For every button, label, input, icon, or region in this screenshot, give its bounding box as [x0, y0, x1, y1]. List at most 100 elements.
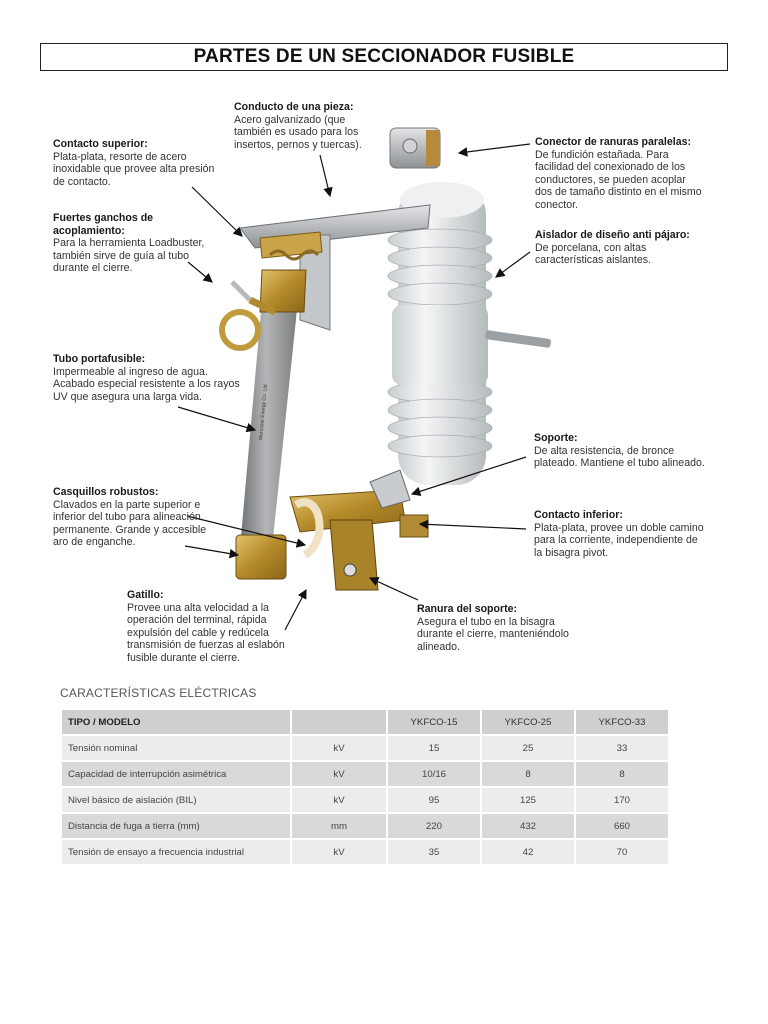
- label-gatillo: Gatillo: Provee una alta velocidad a la …: [127, 589, 285, 665]
- label-contacto-superior-head: Contacto superior:: [53, 138, 148, 150]
- svg-text:Mercosur Energy Co. Ltd.: Mercosur Energy Co. Ltd.: [258, 383, 269, 440]
- row-unit: mm: [292, 814, 386, 838]
- label-tubo-head: Tubo portafusible:: [53, 353, 146, 365]
- row-value: 10/16: [388, 762, 480, 786]
- row-name: Tensión de ensayo a frecuencia industria…: [62, 840, 290, 864]
- label-tubo-line: UV que asegura una larga vida.: [53, 390, 203, 403]
- label-soporte-line: De alta resistencia, de bronce: [534, 444, 675, 457]
- label-ranura-line: Asegura el tubo en la bisagra: [417, 615, 555, 628]
- table-header-row: TIPO / MODELO YKFCO-15 YKFCO-25 YKFCO-33: [62, 710, 668, 734]
- label-conducto-head: Conducto de una pieza:: [234, 101, 354, 113]
- label-conector-line: facilidad del conexionado de los: [535, 161, 686, 174]
- row-unit: kV: [292, 788, 386, 812]
- label-casquillos: Casquillos robustos: Clavados en la part…: [53, 486, 206, 549]
- label-conector-line: dos de tamaño distinto en el mismo: [535, 186, 702, 199]
- label-contacto-inferior-line: Plata-plata, provee un doble camino: [534, 521, 704, 534]
- label-ranura-line: alineado.: [417, 640, 461, 653]
- label-gatillo-line: Provee una alta velocidad a la: [127, 601, 269, 614]
- label-conector-line: conector.: [535, 198, 578, 211]
- label-contacto-inferior-line: la bisagra pivot.: [534, 546, 609, 559]
- label-casquillos-line: Clavados en la parte superior e: [53, 498, 201, 511]
- table-row: Capacidad de interrupción asimétrica kV …: [62, 762, 668, 786]
- label-conducto-line: Acero galvanizado (que: [234, 113, 346, 126]
- row-value: 42: [482, 840, 574, 864]
- table-row: Nivel básico de aislación (BIL) kV 95 12…: [62, 788, 668, 812]
- label-contacto-superior-line: inoxidable que provee alta presión: [53, 163, 215, 176]
- header-model: YKFCO-33: [576, 710, 668, 734]
- label-casquillos-head: Casquillos robustos:: [53, 486, 159, 498]
- row-unit: kV: [292, 736, 386, 760]
- label-gatillo-line: transmisión de fuerzas al eslabón: [127, 639, 285, 652]
- label-tubo: Tubo portafusible: Impermeable al ingres…: [53, 353, 240, 403]
- row-unit: kV: [292, 840, 386, 864]
- label-aislador-line: características aislantes.: [535, 254, 651, 267]
- label-contacto-inferior-head: Contacto inferior:: [534, 509, 623, 521]
- label-soporte-line: plateado. Mantiene el tubo alineado.: [534, 457, 705, 470]
- table-row: Distancia de fuga a tierra (mm) mm 220 4…: [62, 814, 668, 838]
- row-unit: kV: [292, 762, 386, 786]
- row-value: 170: [576, 788, 668, 812]
- label-conector-line: conductores, se pueden acoplar: [535, 173, 686, 186]
- row-value: 432: [482, 814, 574, 838]
- label-soporte-head: Soporte:: [534, 432, 578, 444]
- label-soporte: Soporte: De alta resistencia, de bronce …: [534, 432, 705, 470]
- fuse-cutout-illustration: Mercosur Energy Co. Ltd.: [177, 127, 551, 631]
- label-conducto: Conducto de una pieza: Acero galvanizado…: [234, 101, 362, 151]
- table-row: Tensión de ensayo a frecuencia industria…: [62, 840, 668, 864]
- label-tubo-line: Acabado especial resistente a los rayos: [53, 378, 240, 391]
- label-contacto-superior-line: Plata-plata, resorte de acero: [53, 150, 187, 163]
- label-ganchos-head: Fuertes ganchos de: [53, 212, 154, 224]
- row-name: Nivel básico de aislación (BIL): [62, 788, 290, 812]
- callout-arrows: [177, 143, 531, 631]
- row-value: 8: [576, 762, 668, 786]
- label-ranura-head: Ranura del soporte:: [417, 603, 518, 615]
- label-aislador-line: De porcelana, con altas: [535, 241, 647, 254]
- table-section-title: CARACTERÍSTICAS ELÉCTRICAS: [60, 686, 257, 700]
- row-value: 25: [482, 736, 574, 760]
- label-conector-line: De fundición estañada. Para: [535, 148, 669, 161]
- row-value: 33: [576, 736, 668, 760]
- label-contacto-superior: Contacto superior: Plata-plata, resorte …: [53, 138, 214, 188]
- label-contacto-superior-line: de contacto.: [53, 175, 111, 188]
- label-aislador-head: Aislador de diseño anti pájaro:: [535, 229, 690, 241]
- label-gatillo-line: operación del terminal, rápida: [127, 614, 267, 627]
- label-conducto-line: también es usado para los: [234, 126, 359, 139]
- electrical-specs-table: TIPO / MODELO YKFCO-15 YKFCO-25 YKFCO-33…: [60, 708, 670, 866]
- label-ganchos-head: acoplamiento:: [53, 224, 125, 237]
- label-contacto-inferior: Contacto inferior: Plata-plata, provee u…: [534, 509, 704, 559]
- row-value: 70: [576, 840, 668, 864]
- row-name: Distancia de fuga a tierra (mm): [62, 814, 290, 838]
- label-conector-head: Conector de ranuras paralelas:: [535, 136, 692, 148]
- row-value: 8: [482, 762, 574, 786]
- label-ganchos: Fuertes ganchos de acoplamiento: Para la…: [53, 212, 204, 275]
- header-tipo-modelo: TIPO / MODELO: [62, 710, 290, 734]
- label-conducto-line: insertos, pernos y tuercas).: [234, 138, 362, 151]
- label-conector: Conector de ranuras paralelas: De fundic…: [535, 136, 702, 212]
- insulator-body: [387, 182, 493, 485]
- page-title: PARTES DE UN SECCIONADOR FUSIBLE: [40, 43, 728, 71]
- label-aislador: Aislador de diseño anti pájaro: De porce…: [535, 229, 690, 267]
- label-ganchos-line: también sirve de guía al tubo: [53, 249, 190, 262]
- row-value: 125: [482, 788, 574, 812]
- label-gatillo-head: Gatillo:: [127, 589, 164, 601]
- label-casquillos-line: inferior del tubo para alineación: [53, 511, 201, 524]
- label-gatillo-line: expulsión del cable y redúcela: [127, 626, 269, 639]
- row-value: 95: [388, 788, 480, 812]
- label-ganchos-line: Para la herramienta Loadbuster,: [53, 237, 205, 250]
- label-ranura: Ranura del soporte: Asegura el tubo en l…: [417, 603, 569, 653]
- label-casquillos-line: aro de enganche.: [53, 536, 136, 549]
- row-value: 220: [388, 814, 480, 838]
- row-name: Capacidad de interrupción asimétrica: [62, 762, 290, 786]
- row-name: Tensión nominal: [62, 736, 290, 760]
- row-value: 15: [388, 736, 480, 760]
- row-value: 660: [576, 814, 668, 838]
- label-contacto-inferior-line: para la corriente, independiente de: [534, 534, 698, 547]
- label-gatillo-line: fusible durante el cierre.: [127, 651, 241, 664]
- label-ranura-line: durante el cierre, manteniéndolo: [417, 628, 569, 641]
- row-value: 35: [388, 840, 480, 864]
- label-casquillos-line: permanente. Grande y accesible: [53, 523, 207, 536]
- header-model: YKFCO-15: [388, 710, 480, 734]
- label-ganchos-line: durante el cierre.: [53, 262, 133, 275]
- table-row: Tensión nominal kV 15 25 33: [62, 736, 668, 760]
- header-model: YKFCO-25: [482, 710, 574, 734]
